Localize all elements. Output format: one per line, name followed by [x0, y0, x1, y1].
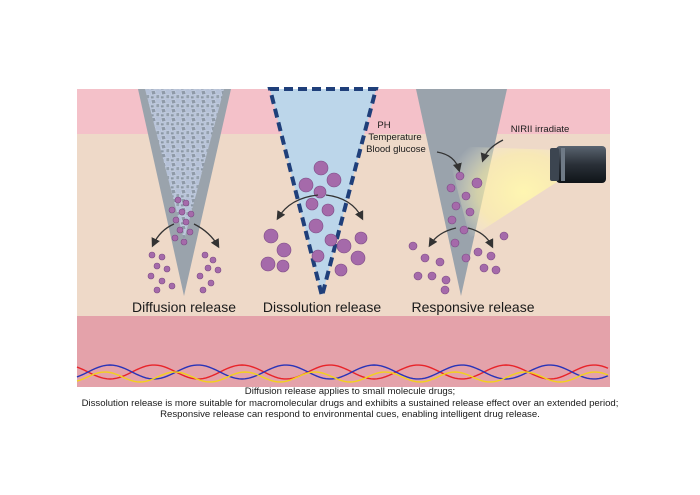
- nir-device-icon: [550, 146, 606, 183]
- drug-particle: [182, 218, 190, 226]
- drug-particle: [313, 185, 327, 199]
- caption-line-3: Responsive release can respond to enviro…: [160, 409, 540, 420]
- drug-particle: [408, 241, 418, 251]
- drug-particle: [187, 210, 195, 218]
- drug-particle: [471, 177, 483, 189]
- drug-particle: [207, 279, 215, 287]
- wave-lines: [76, 364, 609, 383]
- drug-particle: [354, 231, 368, 245]
- drug-particle: [163, 265, 171, 273]
- drug-particle: [440, 285, 450, 295]
- drug-particle: [153, 286, 161, 294]
- drug-particle: [196, 272, 204, 280]
- dissolution-label: Dissolution release: [263, 299, 381, 315]
- nir-label: NIRII irradiate: [511, 124, 570, 135]
- drug-particle: [171, 234, 179, 242]
- drug-particle: [276, 242, 292, 258]
- arrow-responsive-left: [428, 227, 457, 248]
- drug-particle: [459, 225, 469, 235]
- stimulus-temperature: Temperature: [368, 132, 421, 143]
- wave-yellow: [76, 371, 609, 383]
- drug-particle: [350, 250, 366, 266]
- arrow-stimuli: [436, 151, 462, 173]
- drug-particle: [441, 275, 451, 285]
- drug-particle: [153, 262, 161, 270]
- caption-line-1: Diffusion release applies to small molec…: [244, 386, 456, 397]
- drug-particle: [313, 160, 329, 176]
- wave-red: [76, 364, 609, 380]
- caption-line-2: Dissolution release is more suitable for…: [81, 397, 619, 409]
- drug-particle: [209, 256, 217, 264]
- drug-particle: [214, 266, 222, 274]
- drug-particle: [420, 253, 430, 263]
- release-arrows: [151, 139, 504, 249]
- drug-particle: [447, 215, 457, 225]
- drug-particle: [260, 256, 276, 272]
- drug-particle: [450, 238, 460, 248]
- drug-particle: [446, 183, 456, 193]
- drug-particle: [486, 251, 496, 261]
- drug-particle: [321, 203, 335, 217]
- drug-particle: [158, 277, 166, 285]
- drug-particle: [435, 257, 445, 267]
- caption: Diffusion release applies to small molec…: [0, 386, 700, 421]
- arrow-diffusion-left: [151, 223, 175, 248]
- wave-blue: [76, 364, 609, 380]
- responsive-label: Responsive release: [412, 299, 535, 315]
- stimulus-ph: PH: [377, 120, 390, 131]
- drug-particle: [168, 206, 176, 214]
- drug-particle: [427, 271, 437, 281]
- drug-particle: [186, 228, 194, 236]
- drug-particles: [147, 160, 509, 295]
- arrow-dissolution-right: [325, 194, 364, 221]
- drug-particle: [201, 251, 209, 259]
- drug-particle: [473, 247, 483, 257]
- drug-particle: [413, 271, 423, 281]
- drug-particle: [324, 233, 338, 247]
- drug-particle: [479, 263, 489, 273]
- drug-particle: [263, 228, 279, 244]
- arrow-nir: [480, 139, 504, 163]
- drug-particle: [158, 253, 166, 261]
- drug-particle: [147, 272, 155, 280]
- drug-particle: [455, 171, 465, 181]
- drug-particle: [148, 251, 156, 259]
- drug-particle: [491, 265, 501, 275]
- diffusion-label: Diffusion release: [132, 299, 236, 315]
- drug-particle: [308, 218, 324, 234]
- drug-particle: [172, 216, 180, 224]
- drug-particle: [461, 191, 471, 201]
- arrow-responsive-right: [467, 227, 494, 249]
- arrow-diffusion-right: [193, 223, 220, 249]
- drug-particle: [461, 253, 471, 263]
- drug-particle: [199, 286, 207, 294]
- drug-particle: [168, 282, 176, 290]
- drug-particle: [451, 201, 461, 211]
- drug-particle: [336, 238, 352, 254]
- drug-particle: [465, 207, 475, 217]
- drug-particle: [204, 264, 212, 272]
- drug-particle: [298, 177, 314, 193]
- drug-particle: [326, 172, 342, 188]
- drug-particle: [311, 249, 325, 263]
- drug-particle: [178, 208, 186, 216]
- diffusion-needle: [138, 89, 231, 296]
- light-beam: [446, 146, 557, 238]
- stimulus-blood-glucose: Blood glucose: [366, 144, 426, 155]
- drug-particle: [182, 199, 190, 207]
- drug-particle: [305, 197, 319, 211]
- arrow-dissolution-left: [276, 194, 319, 221]
- drug-particle: [276, 259, 290, 273]
- drug-particle: [180, 238, 188, 246]
- drug-particle: [499, 231, 509, 241]
- drug-particle: [176, 226, 184, 234]
- drug-particle: [174, 196, 182, 204]
- drug-particle: [334, 263, 348, 277]
